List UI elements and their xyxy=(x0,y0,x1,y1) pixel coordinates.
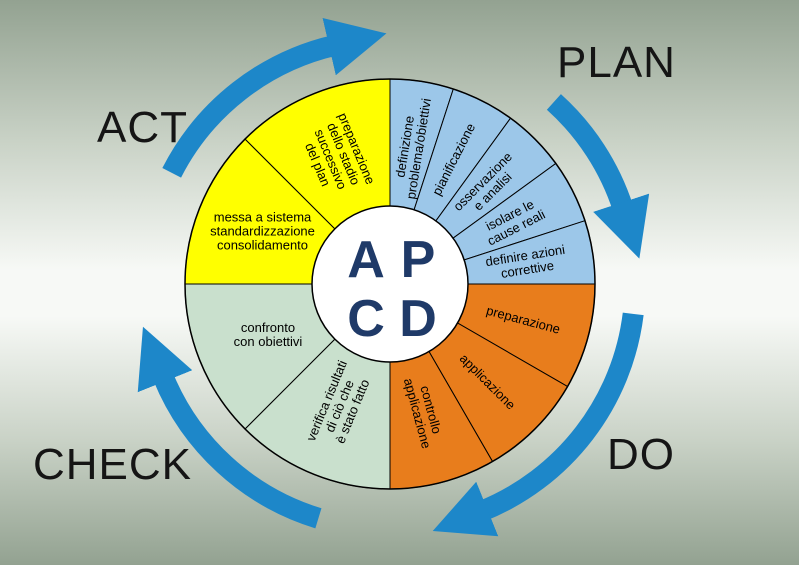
center-letter-a: A xyxy=(347,231,385,289)
center-letter-p: P xyxy=(401,231,436,289)
cycle-arrow-1 xyxy=(162,17,387,178)
center-circle xyxy=(311,205,469,363)
phase-label-act: ACT xyxy=(97,103,188,152)
outer-circle-outline xyxy=(184,78,596,490)
cycle-arrow-4 xyxy=(137,326,322,529)
cycle-arrows xyxy=(137,17,650,537)
center-letter-d: D xyxy=(399,290,437,348)
phase-label-do: DO xyxy=(607,430,675,479)
cycle-arrow-2 xyxy=(546,94,650,259)
center-letter-c: C xyxy=(347,290,385,348)
phase-label-check: CHECK xyxy=(33,440,193,489)
cycle-arrow-3 xyxy=(432,312,644,537)
phase-label-plan: PLAN xyxy=(557,38,676,87)
